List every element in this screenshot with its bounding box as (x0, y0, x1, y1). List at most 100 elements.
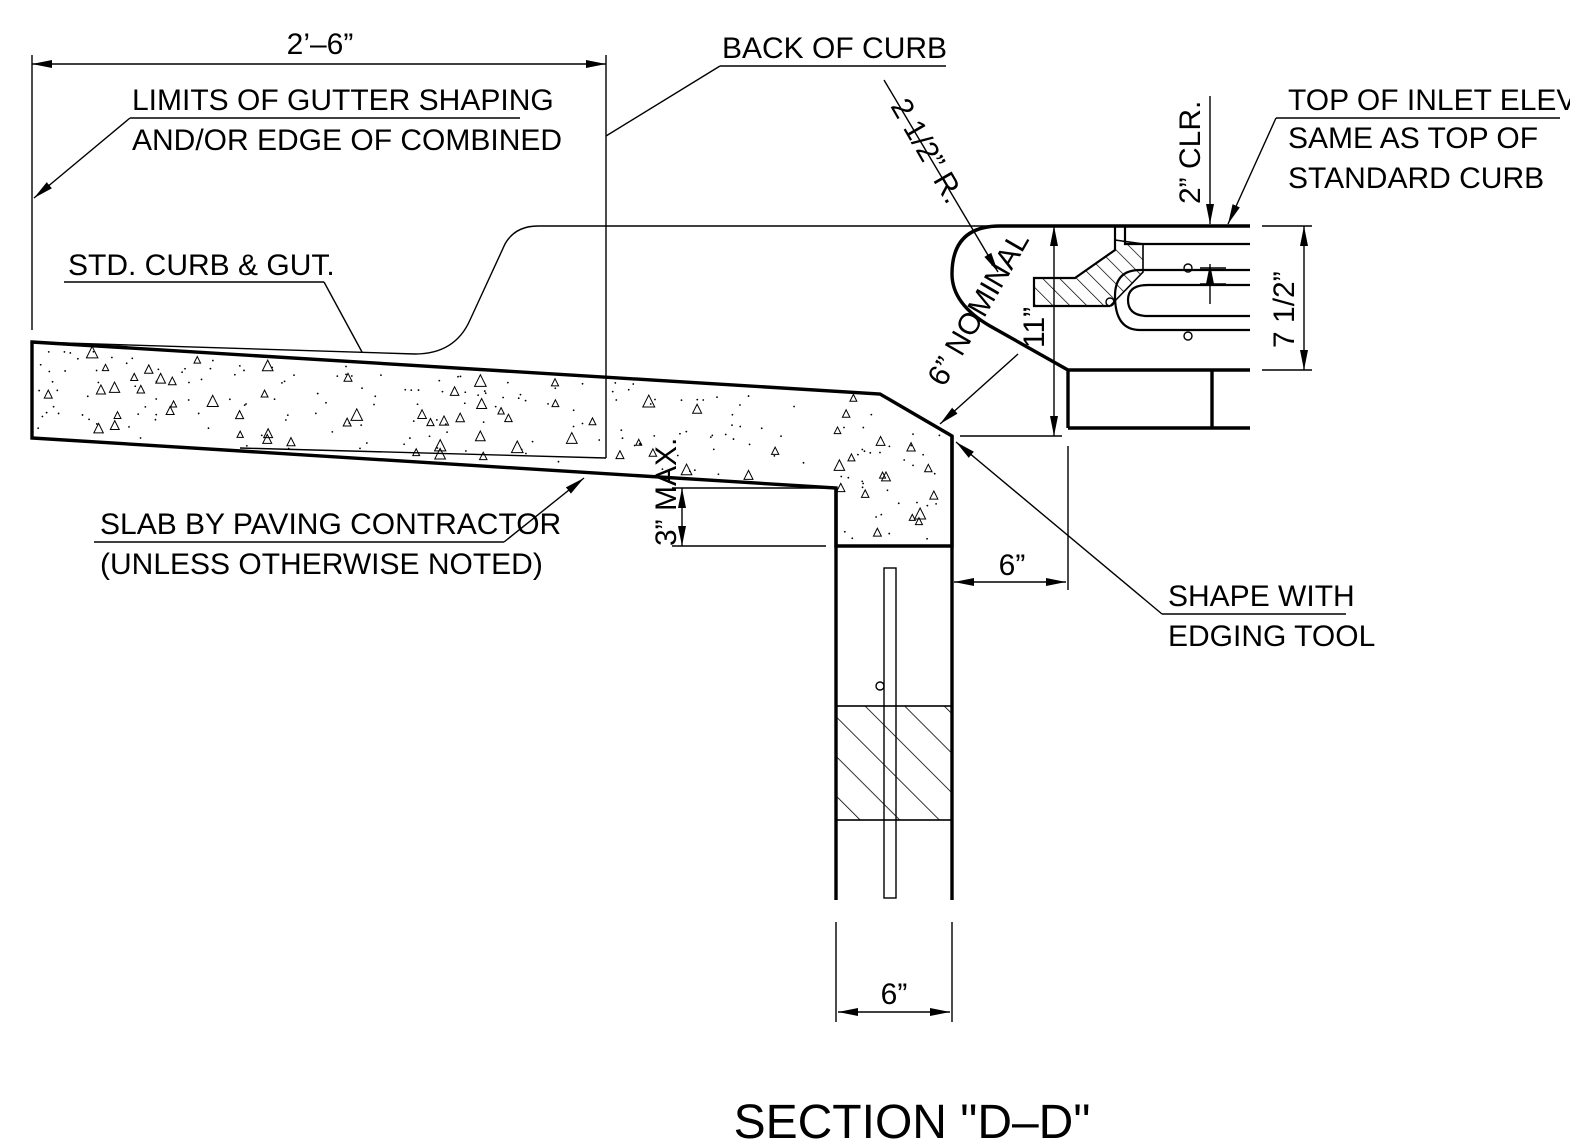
stipple-dot (649, 403, 652, 405)
stipple-dot (661, 468, 664, 471)
stipple-pattern (37, 345, 941, 540)
aggregate-mark (234, 409, 245, 420)
stipple-dot (739, 425, 742, 428)
stipple-dot (86, 395, 89, 398)
stipple-dot (435, 419, 438, 421)
aggregate-mark (165, 405, 175, 415)
aggregate-mark (260, 388, 269, 398)
aggregate-mark (169, 399, 178, 408)
aggregate-mark (136, 384, 146, 394)
stipple-dot (732, 438, 735, 440)
stipple-dot (441, 390, 444, 393)
stipple-dot (861, 480, 864, 483)
stipple-dot (632, 383, 635, 385)
note-top-inlet-line2: SAME AS TOP OF (1288, 122, 1538, 155)
stipple-dot (888, 445, 891, 448)
note-std-curb: STD. CURB & GUT. (68, 249, 335, 282)
stipple-dot (283, 380, 286, 383)
aggregate-mark (261, 358, 274, 372)
stipple-dot (843, 426, 845, 429)
note-top-inlet-line1: TOP OF INLET ELEV. (1288, 84, 1570, 117)
stipple-dot (926, 537, 928, 540)
aggregate-mark (262, 427, 274, 439)
dim-width-6: 6” (881, 978, 908, 1011)
aggregate-mark (455, 412, 466, 423)
aggregate-mark (565, 431, 578, 444)
stipple-dot (484, 392, 487, 395)
stipple-dot (554, 387, 557, 390)
stipple-dot (233, 373, 236, 376)
aggregate-mark (113, 410, 122, 420)
stipple-dot (41, 415, 44, 418)
stipple-dot (731, 424, 733, 427)
stipple-dot (410, 389, 413, 392)
stipple-dot (412, 420, 415, 423)
stipple-dot (910, 444, 913, 447)
stipple-dot (922, 453, 925, 456)
stipple-dot (869, 451, 872, 454)
stipple-dot (477, 394, 480, 397)
stipple-dot (52, 405, 55, 408)
stipple-dot (417, 389, 420, 391)
stipple-dot (345, 373, 347, 376)
stipple-dot (63, 351, 66, 353)
note-slab-line2: (UNLESS OTHERWISE NOTED) (100, 548, 543, 581)
stipple-dot (47, 350, 50, 353)
stipple-dot (64, 370, 67, 372)
stipple-dot (717, 473, 720, 476)
aggregate-mark (914, 516, 924, 526)
stipple-dot (95, 423, 98, 425)
stipple-dot (38, 389, 41, 392)
stipple-dot (92, 350, 95, 353)
aggregate-mark (342, 417, 352, 427)
aggregate-mark (416, 408, 428, 419)
note-shape-line2: EDGING TOOL (1168, 620, 1375, 653)
stipple-dot (840, 475, 843, 478)
stipple-dot (155, 398, 158, 400)
stipple-dot (680, 399, 683, 402)
aggregate-mark (634, 438, 643, 446)
stipple-dot (572, 409, 575, 412)
stipple-dot (350, 375, 353, 377)
stipple-dot (409, 437, 411, 439)
stipple-dot (144, 405, 147, 408)
stipple-dot (519, 393, 522, 396)
stipple-dot (465, 450, 467, 452)
aggregate-mark (875, 435, 886, 446)
aggregate-mark (474, 429, 486, 442)
note-top-inlet-line3: STANDARD CURB (1288, 162, 1544, 195)
stipple-dot (131, 357, 134, 360)
stipple-dot (128, 425, 130, 428)
dim-height-7-5: 7 1/2” (1268, 271, 1301, 348)
stipple-dot (457, 375, 459, 378)
stipple-dot (879, 451, 881, 454)
stipple-dot (897, 502, 900, 505)
stipple-dot (926, 504, 929, 507)
stipple-dot (137, 413, 140, 416)
aggregate-mark (908, 513, 917, 521)
dim-max: 3” MAX. (650, 438, 683, 546)
aggregate-mark (236, 430, 245, 438)
stipple-dot (888, 532, 891, 535)
stipple-dot (572, 425, 575, 428)
aggregate-mark (906, 441, 917, 452)
aggregate-mark (426, 417, 435, 427)
dim-2ft6: 2’–6” (287, 28, 354, 61)
stipple-dot (157, 368, 160, 371)
stipple-dot (211, 359, 214, 362)
aggregate-mark (109, 419, 120, 430)
stipple-dot (621, 437, 624, 440)
stipple-dot (916, 501, 918, 504)
stipple-dot (557, 460, 560, 463)
stipple-dot (336, 375, 339, 378)
stipple-dot (861, 448, 864, 451)
aggregate-mark (847, 452, 856, 462)
stipple-dot (598, 439, 601, 441)
stipple-dot (37, 427, 40, 430)
stipple-dot (243, 369, 245, 372)
stipple-dot (286, 414, 289, 417)
stipple-dot (444, 423, 447, 425)
stipple-dot (188, 381, 190, 384)
aggregate-mark (206, 394, 220, 407)
